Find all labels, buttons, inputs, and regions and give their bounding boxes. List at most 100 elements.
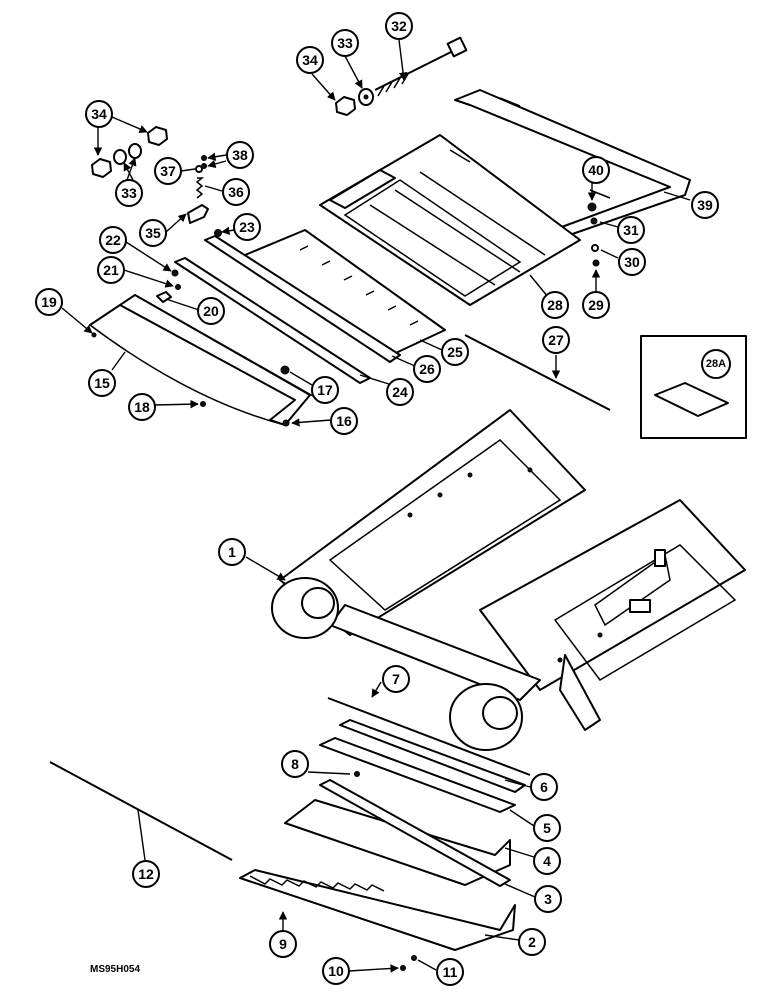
svg-text:26: 26 (419, 361, 435, 377)
callout-23: 23 (233, 213, 261, 241)
callout-33-left: 33 (115, 179, 143, 207)
clip-35 (187, 204, 209, 224)
bolt-23 (214, 229, 222, 237)
svg-text:38: 38 (232, 147, 248, 163)
nut-17 (280, 365, 290, 375)
clip-20 (156, 291, 172, 303)
callout-37: 37 (154, 157, 182, 185)
svg-text:25: 25 (447, 344, 463, 360)
callout-7: 7 (382, 665, 410, 693)
callout-19: 19 (35, 288, 63, 316)
svg-text:20: 20 (203, 303, 219, 319)
nut-31 (590, 217, 598, 225)
bolt-10 (400, 965, 406, 971)
callout-27: 27 (542, 326, 570, 354)
svg-text:12: 12 (138, 866, 154, 882)
svg-text:15: 15 (94, 375, 110, 391)
svg-text:29: 29 (588, 297, 604, 313)
svg-text:2: 2 (528, 934, 536, 950)
callout-33-top: 33 (331, 29, 359, 57)
svg-text:37: 37 (160, 163, 176, 179)
callout-25: 25 (441, 338, 469, 366)
bolt-18 (200, 401, 206, 407)
callout-29: 29 (582, 291, 610, 319)
rod-27 (464, 334, 611, 411)
callout-24: 24 (386, 378, 414, 406)
svg-text:19: 19 (41, 294, 57, 310)
svg-text:10: 10 (328, 963, 344, 979)
inset-plate-28A (654, 382, 729, 417)
housing-assembly-1 (271, 409, 746, 751)
callout-31: 31 (617, 216, 645, 244)
svg-text:34: 34 (302, 52, 318, 68)
strip-3 (319, 779, 511, 887)
svg-text:39: 39 (697, 197, 713, 213)
callout-5: 5 (533, 814, 561, 842)
washer-30 (591, 244, 599, 252)
svg-text:11: 11 (443, 964, 458, 980)
rod-12 (49, 761, 233, 861)
svg-text:24: 24 (392, 384, 408, 400)
callout-21: 21 (97, 256, 125, 284)
strip-7 (327, 697, 531, 776)
nut-34-left-a (91, 158, 112, 178)
pin-19 (91, 332, 97, 338)
callout-8: 8 (281, 750, 309, 778)
svg-text:34: 34 (91, 106, 107, 122)
svg-text:36: 36 (228, 184, 244, 200)
bolt-8 (354, 771, 360, 777)
washer-33-left-b (128, 143, 142, 159)
bolt-32 (374, 36, 468, 97)
svg-text:33: 33 (121, 185, 137, 201)
strip-5 (319, 737, 516, 813)
callout-40: 40 (582, 156, 610, 184)
callout-30: 30 (618, 248, 646, 276)
callout-18: 18 (128, 393, 156, 421)
svg-text:4: 4 (543, 853, 551, 869)
svg-text:9: 9 (279, 936, 287, 952)
callout-1: 1 (218, 538, 246, 566)
figure-code: MS95H054 (90, 964, 140, 975)
svg-text:23: 23 (239, 219, 255, 235)
svg-text:31: 31 (623, 222, 639, 238)
svg-text:28A: 28A (706, 358, 726, 370)
callout-10: 10 (322, 957, 350, 985)
callout-34-top: 34 (296, 46, 324, 74)
svg-text:7: 7 (392, 671, 400, 687)
callout-28: 28 (541, 291, 569, 319)
svg-text:17: 17 (317, 382, 333, 398)
callout-22: 22 (99, 226, 127, 254)
washer-38-b (201, 163, 207, 169)
bolt-16 (282, 419, 290, 427)
callout-15: 15 (88, 369, 116, 397)
callout-4: 4 (533, 847, 561, 875)
callout-28A: 28A (701, 349, 731, 379)
callout-20: 20 (197, 297, 225, 325)
callout-39: 39 (691, 191, 719, 219)
callout-6: 6 (530, 773, 558, 801)
nut-21 (175, 284, 181, 290)
svg-text:8: 8 (291, 756, 299, 772)
svg-text:30: 30 (624, 254, 640, 270)
svg-text:18: 18 (134, 399, 150, 415)
svg-text:35: 35 (145, 225, 161, 241)
callout-17: 17 (311, 376, 339, 404)
nut-34-left-b (147, 126, 168, 146)
callout-3: 3 (534, 885, 562, 913)
washer-33-top (358, 88, 374, 106)
svg-text:6: 6 (540, 779, 548, 795)
callout-16: 16 (330, 407, 358, 435)
svg-text:27: 27 (548, 332, 564, 348)
pin-37 (195, 165, 203, 173)
svg-text:40: 40 (588, 162, 604, 178)
svg-text:33: 33 (337, 35, 353, 51)
bolt-40 (587, 202, 597, 212)
callout-32: 32 (385, 12, 413, 40)
callout-38: 38 (226, 141, 254, 169)
leader-lines (61, 39, 691, 973)
bolt-22 (171, 269, 179, 277)
spring-36 (195, 177, 205, 199)
svg-text:16: 16 (336, 413, 352, 429)
tray-4 (284, 799, 511, 886)
callout-26: 26 (413, 355, 441, 383)
